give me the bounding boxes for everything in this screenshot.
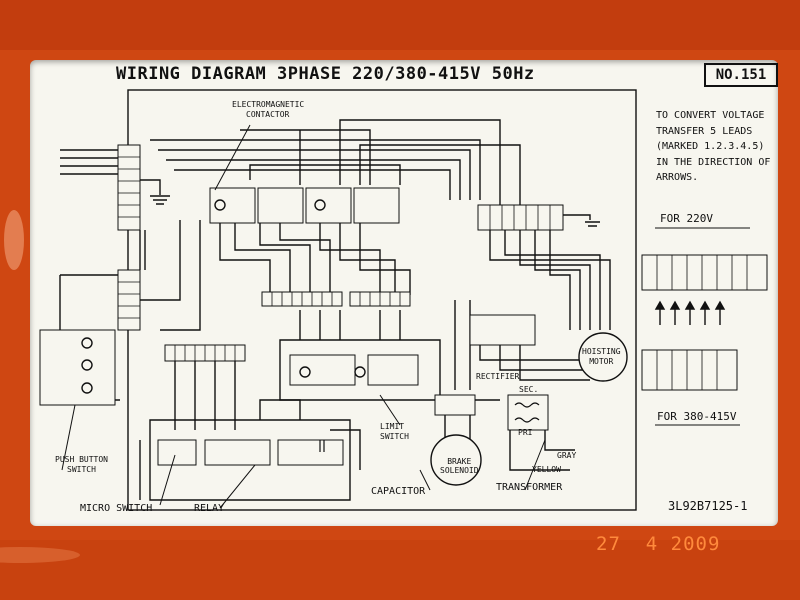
gray-wire-label: GRAY: [557, 451, 577, 460]
sec-label: SEC.: [519, 385, 539, 394]
rectifier-label: RECTIFIER: [476, 372, 520, 381]
yellow-wire-label: YELLOW: [532, 465, 561, 474]
note-line: TO CONVERT VOLTAGE: [656, 110, 765, 121]
transformer-label: TRANSFORMER: [496, 482, 563, 493]
relay-label: RELAY: [194, 503, 225, 514]
micro-switch-label: MICRO SWITCH: [80, 503, 153, 514]
brake-solenoid-label: BRAKE SOLENOID: [440, 457, 479, 475]
contactor-label: ELECTROMAGNETIC CONTACTOR: [232, 100, 305, 119]
limit-switch-label: LIMIT SWITCH: [380, 422, 409, 441]
capacitor-label: CAPACITOR: [371, 486, 426, 497]
voltage-220v-label: FOR 220V: [660, 212, 713, 225]
voltage-conversion-note: TO CONVERT VOLTAGE TRANSFER 5 LEADS (MAR…: [656, 108, 776, 186]
note-line: IN THE DIRECTION OF: [656, 156, 771, 168]
diagram-title: WIRING DIAGRAM 3PHASE 220/380-415V 50Hz: [116, 64, 535, 84]
push-button-label: PUSH BUTTON SWITCH: [55, 455, 108, 474]
diagram-number: NO.151: [704, 63, 778, 87]
voltage-380v-label: FOR 380-415V: [657, 410, 737, 423]
hoisting-motor-label: HOISTING MOTOR: [582, 347, 621, 366]
note-line: TRANSFER 5 LEADS: [656, 125, 753, 137]
part-number: 3L92B7125-1: [668, 499, 748, 513]
note-line: (MARKED 1.2.3.4.5): [656, 141, 765, 152]
note-line: ARROWS.: [656, 172, 699, 183]
pri-label: PRI: [518, 428, 533, 437]
date-stamp: 27 4 2009: [596, 533, 721, 555]
